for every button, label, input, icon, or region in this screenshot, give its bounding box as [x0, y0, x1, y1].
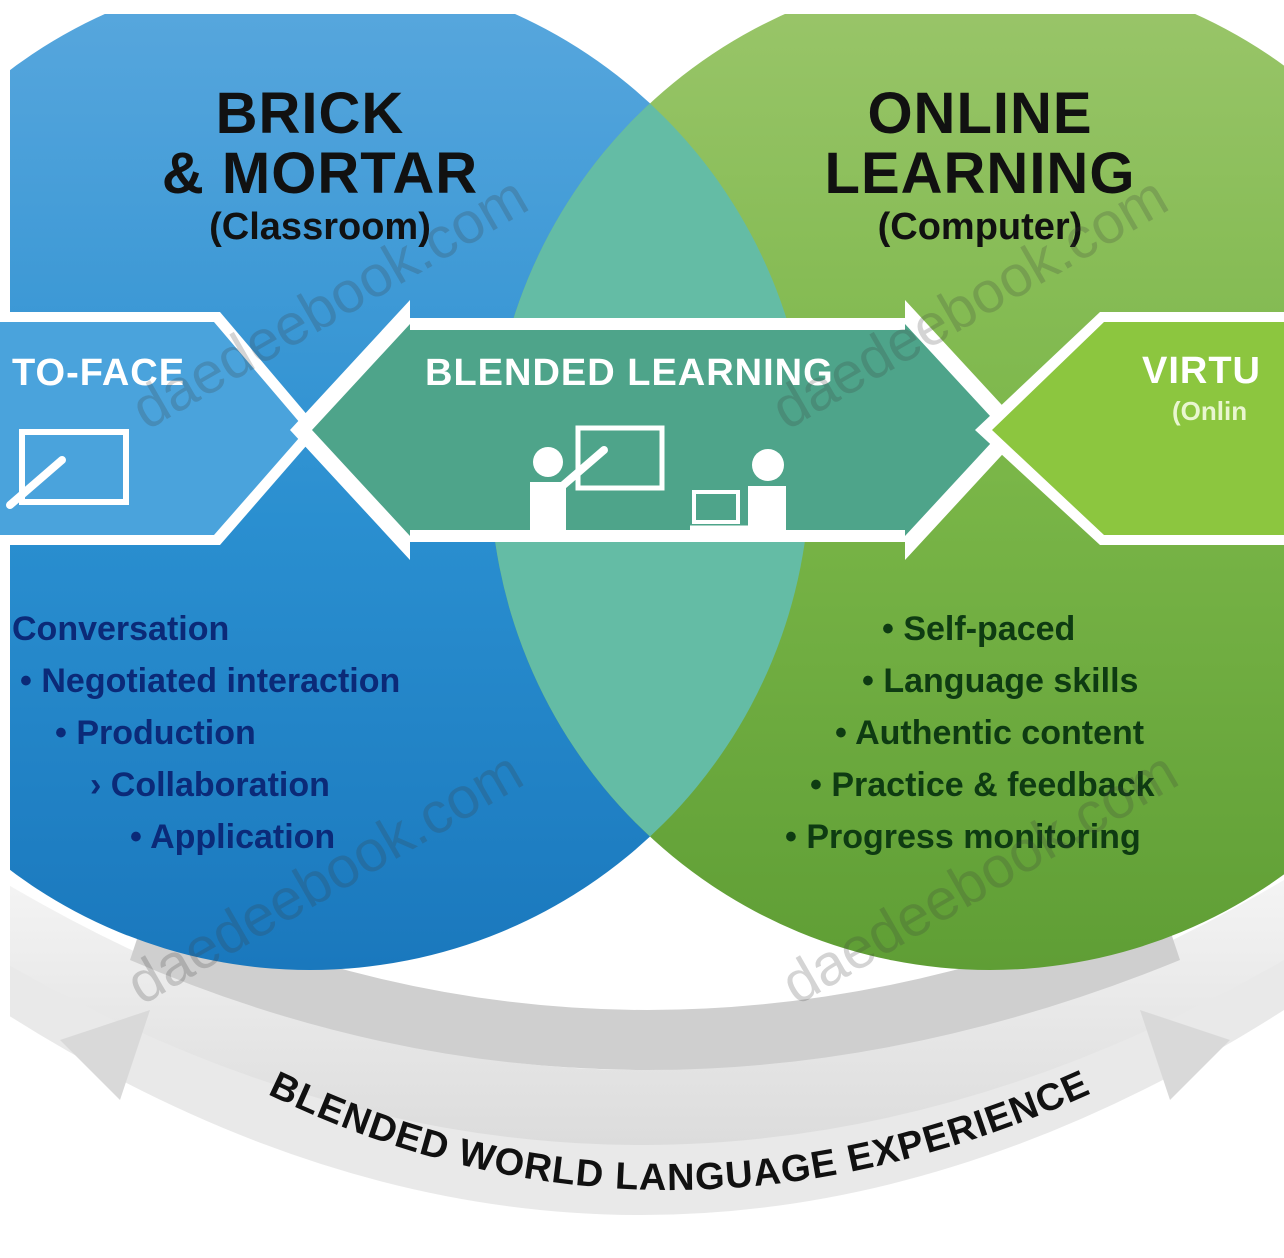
left-circle-title-line1: BRICK: [215, 81, 405, 146]
blended-learning-label: BLENDED LEARNING: [425, 352, 834, 394]
right-list-item: • Progress monitoring: [785, 818, 1141, 856]
face-to-face-label: TO-FACE: [12, 352, 186, 394]
overlap-region: [490, 0, 810, 970]
arc-arrow-right: [1140, 1010, 1230, 1100]
left-circle-subtitle: (Classroom): [209, 206, 431, 248]
inner-arc: [130, 900, 1180, 1070]
left-list-item: Conversation: [12, 610, 230, 648]
virtual-sublabel: (Onlin: [1172, 396, 1248, 426]
right-list-item: • Self-paced: [882, 610, 1076, 648]
student-laptop-icon: [690, 449, 786, 531]
whiteboard-icon: [6, 429, 129, 509]
left-list-item: • Production: [55, 714, 256, 752]
arc-arrow-left: [60, 1010, 150, 1100]
margin-left: [0, 0, 10, 1258]
virtual-label: VIRTU: [1142, 350, 1261, 392]
face-to-face-band-fill: [0, 322, 306, 535]
left-list-item: • Negotiated interaction: [20, 662, 401, 700]
right-circle-title-line2: LEARNING: [824, 141, 1136, 206]
teacher-icon: [530, 425, 665, 530]
left-circle-title-line2: & MORTAR: [161, 141, 479, 206]
right-list-item: • Language skills: [862, 662, 1139, 700]
outer-arc: [0, 935, 1284, 1215]
right-circle-subtitle: (Computer): [877, 206, 1083, 248]
left-list-item: • Application: [130, 818, 336, 856]
margin-top: [0, 0, 1284, 14]
right-list-item: • Practice & feedback: [810, 766, 1155, 804]
right-list-item: • Authentic content: [835, 714, 1145, 752]
virtual-band-fill: [992, 322, 1284, 535]
experience-arc: [0, 880, 1284, 1145]
left-list-item: › Collaboration: [90, 766, 330, 804]
right-circle-title-line1: ONLINE: [867, 81, 1093, 146]
